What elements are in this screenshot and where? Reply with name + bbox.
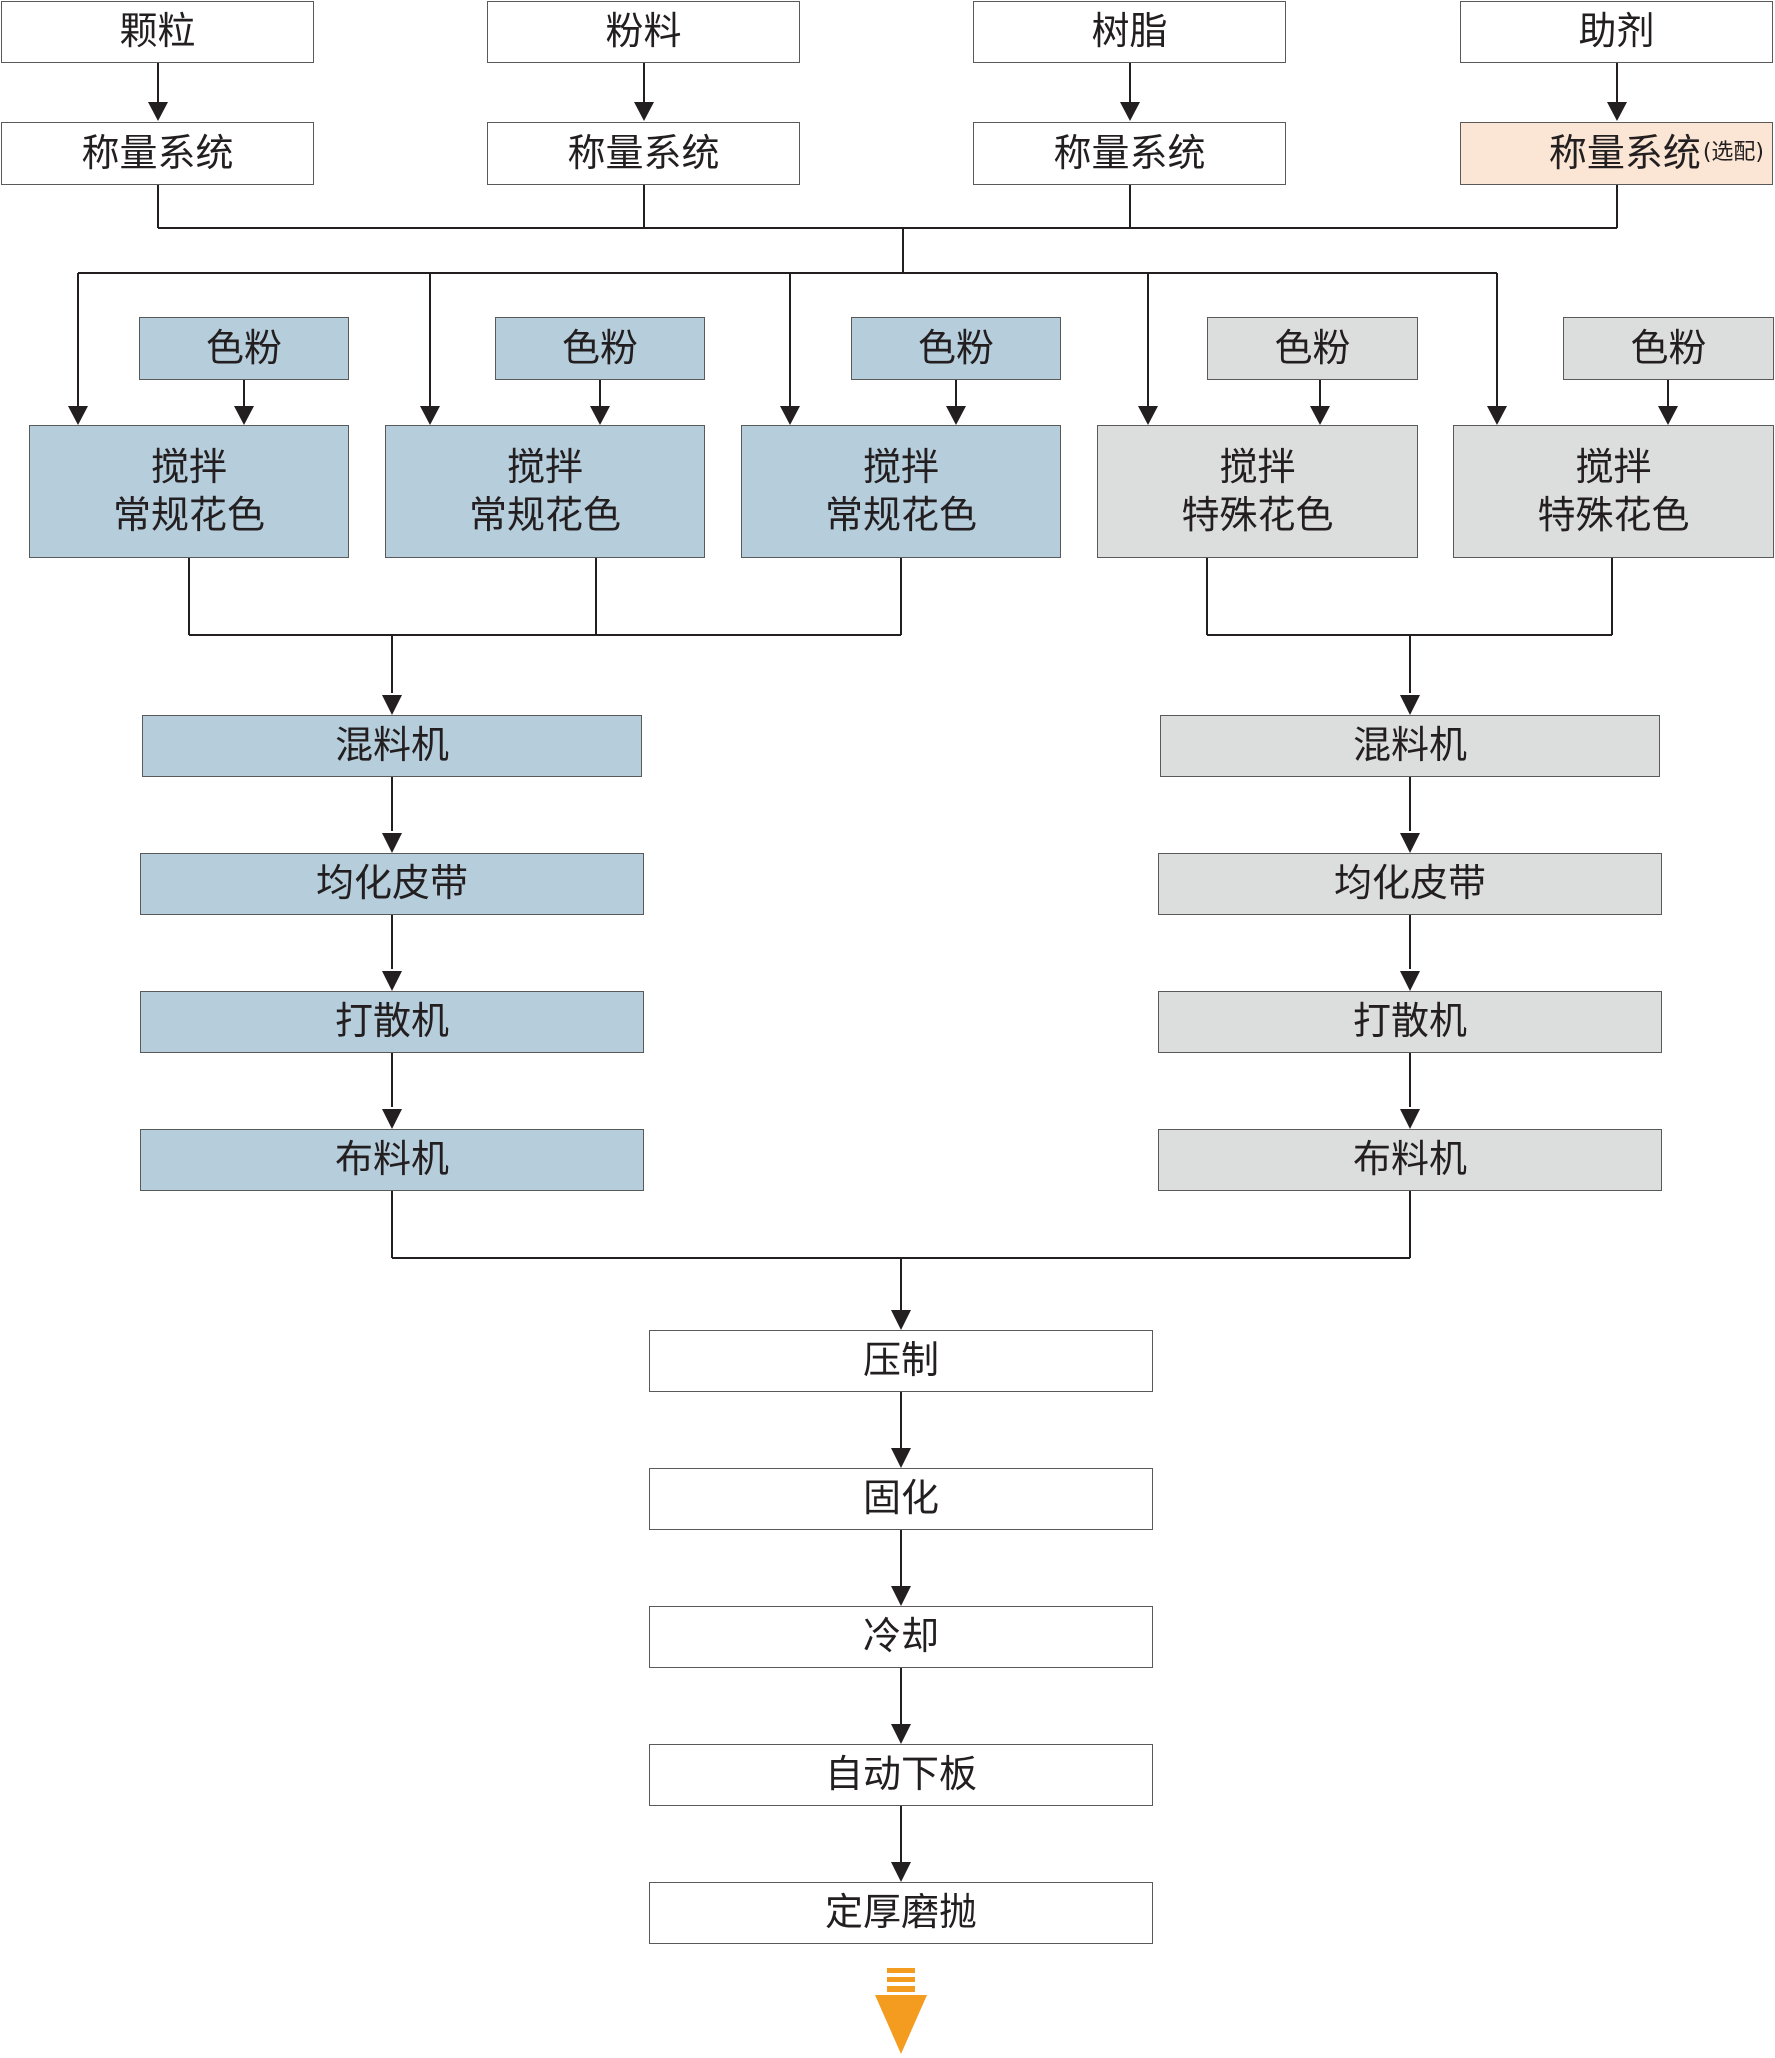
homogenizing-belt-regular: 均化皮带 [140, 853, 644, 915]
mixer-regular: 混料机 [142, 715, 642, 777]
distributor-special: 布料机 [1158, 1129, 1662, 1191]
cooling-step: 冷却 [649, 1606, 1153, 1668]
pigment-box: 色粉 [1563, 317, 1774, 380]
distributor-regular: 布料机 [140, 1129, 644, 1191]
box-label: 色粉 [917, 325, 994, 370]
homogenizing-belt-special: 均化皮带 [1158, 853, 1662, 915]
calibrating-polishing-step: 定厚磨抛 [649, 1882, 1153, 1944]
mixing-label: 搅拌 [150, 445, 227, 489]
color-type-label: 常规花色 [112, 492, 265, 537]
box-label: 粉料 [605, 9, 682, 54]
box-label: 色粉 [1630, 325, 1707, 370]
mixing-regular-color: 搅拌 常规花色 [29, 425, 349, 558]
pigment-box: 色粉 [851, 317, 1061, 380]
mixing-regular-color: 搅拌 常规花色 [741, 425, 1061, 558]
mixing-special-color: 搅拌 特殊花色 [1453, 425, 1774, 558]
mixer-special: 混料机 [1160, 715, 1660, 777]
box-label: 色粉 [561, 325, 638, 370]
box-label: 助剂 [1578, 9, 1655, 54]
auto-unloading-step: 自动下板 [649, 1744, 1153, 1806]
box-label: 混料机 [334, 723, 449, 768]
pigment-box: 色粉 [139, 317, 349, 380]
weighing-system-additive-optional: 称量系统 (选配) [1460, 122, 1773, 185]
raw-material-resin: 树脂 [973, 1, 1286, 63]
box-label: 定厚磨抛 [824, 1890, 977, 1935]
raw-material-additive: 助剂 [1460, 1, 1773, 63]
color-type-label: 特殊花色 [1537, 492, 1690, 537]
mixing-label: 搅拌 [506, 445, 583, 489]
down-arrow-icon [875, 1968, 927, 2054]
box-label: 称量系统 [1548, 130, 1701, 175]
box-label: 称量系统 [1053, 130, 1206, 175]
box-label: 树脂 [1091, 9, 1168, 54]
box-label: 布料机 [334, 1137, 449, 1182]
weighing-system-resin: 称量系统 [973, 122, 1286, 185]
optional-note: (选配) [1702, 140, 1764, 166]
breaker-special: 打散机 [1158, 991, 1662, 1053]
curing-step: 固化 [649, 1468, 1153, 1530]
weighing-system-granules: 称量系统 [1, 122, 314, 185]
breaker-regular: 打散机 [140, 991, 644, 1053]
box-label: 打散机 [1352, 999, 1467, 1044]
box-label: 冷却 [862, 1614, 939, 1659]
box-label: 压制 [862, 1338, 939, 1383]
box-label: 均化皮带 [1333, 861, 1486, 906]
mixing-label: 搅拌 [862, 445, 939, 489]
raw-material-powder: 粉料 [487, 1, 800, 63]
box-label: 固化 [862, 1476, 939, 1521]
raw-material-granules: 颗粒 [1, 1, 314, 63]
box-label: 混料机 [1352, 723, 1467, 768]
box-label: 称量系统 [567, 130, 720, 175]
box-label: 色粉 [1274, 325, 1351, 370]
pigment-box: 色粉 [1207, 317, 1418, 380]
pigment-box: 色粉 [495, 317, 705, 380]
mixing-label: 搅拌 [1219, 445, 1296, 489]
mixing-special-color: 搅拌 特殊花色 [1097, 425, 1418, 558]
box-label: 布料机 [1352, 1137, 1467, 1182]
color-type-label: 特殊花色 [1181, 492, 1334, 537]
box-label: 自动下板 [824, 1752, 977, 1797]
box-label: 色粉 [205, 325, 282, 370]
color-type-label: 常规花色 [824, 492, 977, 537]
box-label: 颗粒 [119, 9, 196, 54]
pressing-step: 压制 [649, 1330, 1153, 1392]
mixing-regular-color: 搅拌 常规花色 [385, 425, 705, 558]
box-label: 称量系统 [81, 130, 234, 175]
box-label: 均化皮带 [315, 861, 468, 906]
weighing-system-powder: 称量系统 [487, 122, 800, 185]
color-type-label: 常规花色 [468, 492, 621, 537]
box-label: 打散机 [334, 999, 449, 1044]
mixing-label: 搅拌 [1575, 445, 1652, 489]
